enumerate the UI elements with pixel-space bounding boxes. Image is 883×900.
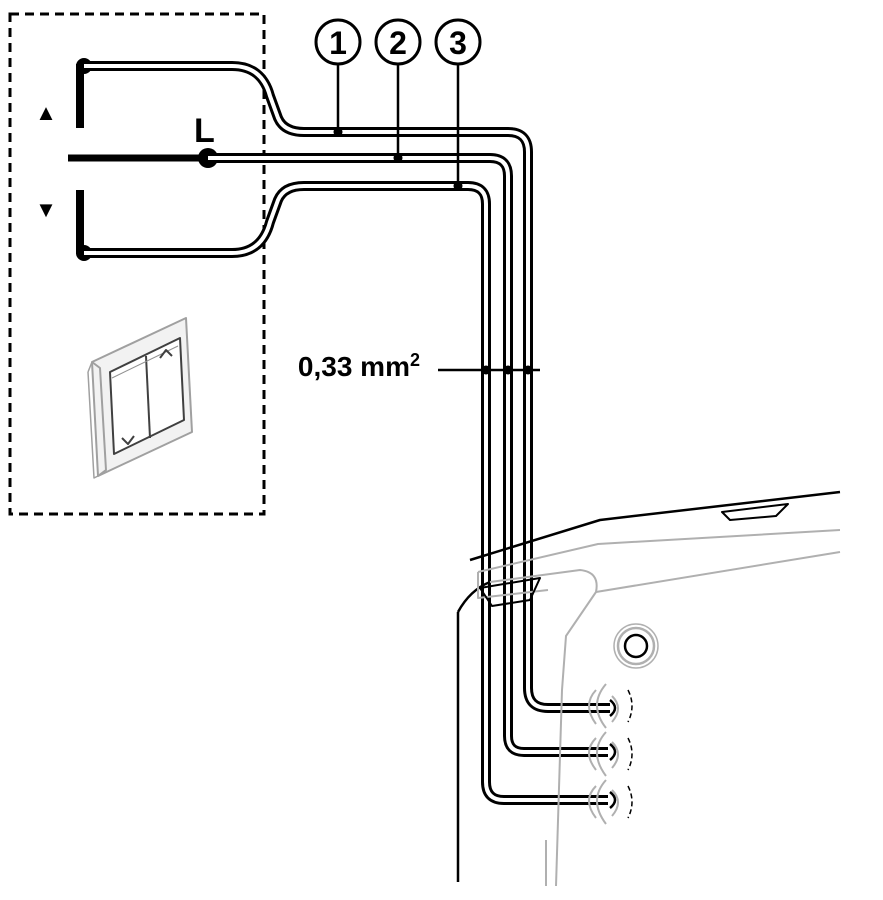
device-housing (456, 490, 841, 887)
wire-3 (84, 181, 608, 805)
up-arrow-label: ▲ (35, 100, 57, 125)
cross-section-value: 0,33 mm (298, 351, 410, 382)
housing-round-button (616, 626, 656, 666)
cross-section-superscript: 2 (410, 350, 420, 370)
switch-box-dashed-outline (8, 12, 266, 516)
down-arrow-label: ▼ (35, 197, 57, 222)
chevron-up-icon (159, 349, 173, 359)
switch-contacts (68, 58, 218, 261)
wire-2 (208, 153, 608, 757)
double-rocker-switch-icon (87, 317, 193, 479)
cross-section-annotation: 0,33 mm2 (298, 350, 540, 382)
cross-section-label: 0,33 mm2 (298, 350, 420, 382)
live-label: L (194, 112, 215, 150)
callout-3: 3 (434, 18, 482, 191)
callout-2: 2 (374, 18, 422, 163)
chevron-down-icon (121, 435, 135, 445)
wire-1 (84, 61, 610, 713)
callout-3-number: 3 (449, 25, 467, 61)
callout-1: 1 (314, 18, 362, 137)
callout-1-number: 1 (329, 25, 347, 61)
callout-2-number: 2 (389, 25, 407, 61)
